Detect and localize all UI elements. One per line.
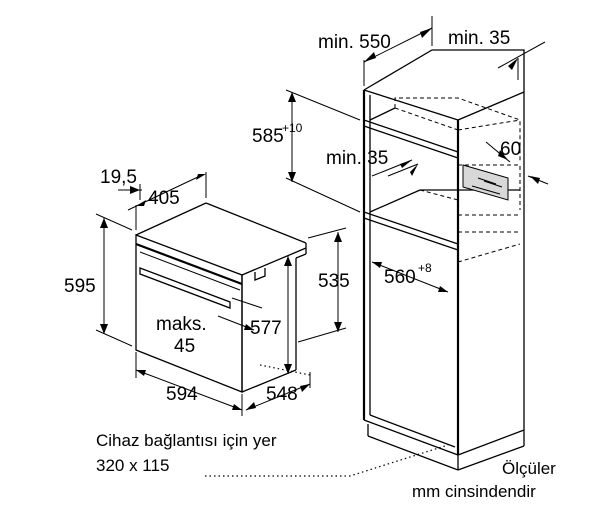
units-note-line1: Ölçüler <box>502 459 556 478</box>
label-560-tolerance: +8 <box>418 261 432 275</box>
label-405: 405 <box>148 188 180 209</box>
connection-leader <box>205 444 449 477</box>
label-min-550: min. 550 <box>318 32 391 53</box>
label-594: 594 <box>166 384 198 405</box>
label-595: 595 <box>64 276 96 297</box>
label-548: 548 <box>266 384 298 405</box>
label-19-5: 19,5 <box>100 167 137 188</box>
label-577: 577 <box>250 318 282 339</box>
cabinet-drawing <box>362 49 525 471</box>
connection-note-line1: Cihaz bağlantısı için yer <box>96 431 277 450</box>
units-note-line2: mm cinsindendir <box>412 482 536 501</box>
label-60: 60 <box>500 139 521 160</box>
label-585-tolerance: +10 <box>282 121 303 135</box>
label-maks-value: 45 <box>174 336 195 357</box>
label-535: 535 <box>318 271 350 292</box>
label-maks: maks. <box>156 314 207 335</box>
dimension-lines <box>95 16 549 416</box>
label-585: 585 <box>252 126 284 147</box>
oven-drawing <box>135 202 311 393</box>
label-min-35-mid: min. 35 <box>326 148 388 169</box>
label-560: 560 <box>384 267 416 288</box>
connection-note-line2: 320 x 115 <box>96 456 169 475</box>
label-min-35-top: min. 35 <box>448 28 510 49</box>
